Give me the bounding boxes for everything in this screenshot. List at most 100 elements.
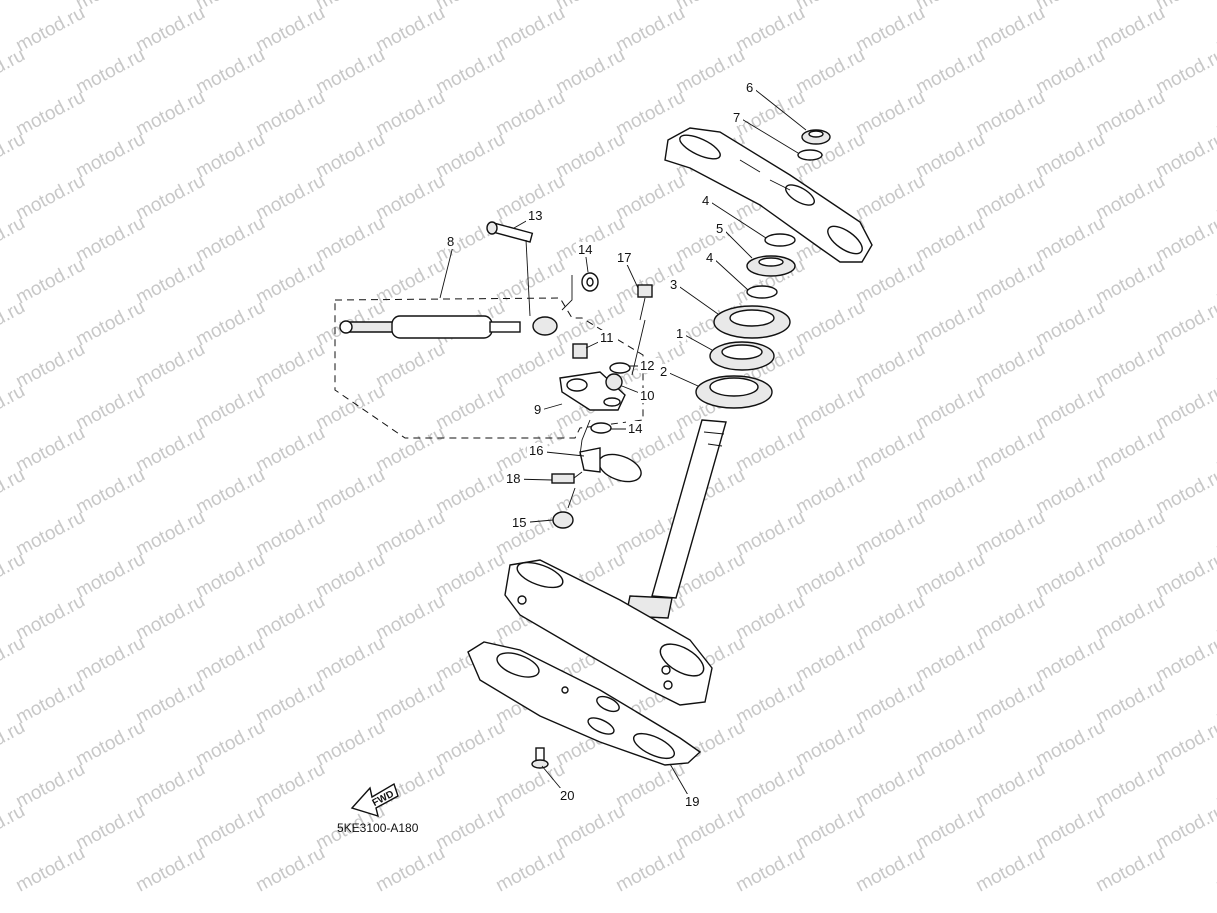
watermark-text: motod.ru xyxy=(1032,213,1108,267)
bolt-11 xyxy=(572,343,588,359)
watermark-text: motod.ru xyxy=(432,45,508,99)
watermark-text: motod.ru xyxy=(372,675,448,729)
callout-number: 14 xyxy=(578,242,592,257)
watermark-text: motod.ru xyxy=(852,759,928,813)
callout-leader xyxy=(722,228,753,259)
watermark-text: motod.ru xyxy=(132,423,208,477)
callout-backdrop xyxy=(576,242,596,257)
watermark-text: motod.ru xyxy=(852,255,928,309)
callout-backdrop xyxy=(638,358,658,373)
watermark-text: motod.ru xyxy=(852,843,928,897)
watermark-text: motod.ru xyxy=(732,759,808,813)
callout-number: 15 xyxy=(512,515,526,530)
watermark-text: motod.ru xyxy=(192,213,268,267)
callout-backdrop xyxy=(700,193,712,208)
nut-6 xyxy=(801,129,831,145)
damper-group-outline xyxy=(334,297,644,439)
watermark-text: motod.ru xyxy=(12,339,88,393)
callout-backdrop xyxy=(527,443,547,458)
watermark-text: motod.ru xyxy=(132,843,208,897)
watermark-text: motod.ru xyxy=(252,3,328,57)
watermark-text: motod.ru xyxy=(72,213,148,267)
callout-backdrop xyxy=(510,515,530,530)
bolt-18 xyxy=(551,471,583,484)
callout-backdrop xyxy=(674,326,686,341)
watermark-text: motod.ru xyxy=(72,297,148,351)
callout-number: 10 xyxy=(640,388,654,403)
callout-backdrop xyxy=(626,421,646,436)
watermark-text: motod.ru xyxy=(312,381,388,435)
watermark-text: motod.ru xyxy=(372,87,448,141)
watermark-text: motod.ru xyxy=(1152,465,1217,519)
callout-number: 8 xyxy=(447,234,454,249)
watermark-text: motod.ru xyxy=(192,549,268,603)
watermark-text: motod.ru xyxy=(972,339,1048,393)
watermark-text: motod.ru xyxy=(252,255,328,309)
callout-leader xyxy=(676,284,719,315)
callout-backdrop xyxy=(731,110,743,125)
callout-backdrop xyxy=(714,221,726,236)
watermark-text: motod.ru xyxy=(852,507,928,561)
watermark-text: motod.ru xyxy=(552,129,628,183)
watermark-text: motod.ru xyxy=(912,717,988,771)
callout-leader xyxy=(712,257,749,291)
watermark-text: motod.ru xyxy=(732,87,808,141)
watermark-text: motod.ru xyxy=(1092,591,1168,645)
watermark-text: motod.ru xyxy=(312,213,388,267)
washer-7 xyxy=(797,149,823,161)
watermark-text: motod.ru xyxy=(1152,45,1217,99)
bearing-2 xyxy=(695,375,773,409)
watermark-text: motod.ru xyxy=(132,759,208,813)
watermark-text: motod.ru xyxy=(1092,87,1168,141)
watermark-text: motod.ru xyxy=(972,675,1048,729)
watermark-text: motod.ru xyxy=(432,717,508,771)
watermark-text: motod.ru xyxy=(972,87,1048,141)
watermark-text: motod.ru xyxy=(492,3,568,57)
callout-number: 2 xyxy=(660,364,667,379)
clamp-16 xyxy=(579,447,642,483)
callout-backdrop xyxy=(638,388,658,403)
watermark-text: motod.ru xyxy=(1032,45,1108,99)
washer-14-lower-path xyxy=(579,419,591,456)
watermark-text: motod.ru xyxy=(132,171,208,225)
callout-leader xyxy=(439,241,455,299)
watermark-text: motod.ru xyxy=(372,339,448,393)
watermark-text: motod.ru xyxy=(1152,801,1217,855)
callout-number: 18 xyxy=(506,471,520,486)
watermark-text: motod.ru xyxy=(192,45,268,99)
watermark-text: motod.ru xyxy=(12,87,88,141)
callout-leader xyxy=(752,87,807,131)
watermark-text: motod.ru xyxy=(192,465,268,519)
watermark-text: motod.ru xyxy=(1212,843,1217,897)
ring-nut-5 xyxy=(746,255,796,277)
watermark-text: motod.ru xyxy=(1152,213,1217,267)
watermark-text: motod.ru xyxy=(492,87,568,141)
watermark-text: motod.ru xyxy=(12,843,88,897)
callout-number: 16 xyxy=(529,443,543,458)
watermark-text: motod.ru xyxy=(12,423,88,477)
collar-10 xyxy=(605,373,623,391)
watermark-text: motod.ru xyxy=(1092,171,1168,225)
watermark-text: motod.ru xyxy=(132,675,208,729)
watermark-text: motod.ru xyxy=(72,45,148,99)
watermark-text: motod.ru xyxy=(552,45,628,99)
watermark-text: motod.ru xyxy=(972,255,1048,309)
watermark-text: motod.ru xyxy=(912,297,988,351)
callout-backdrop xyxy=(615,250,635,265)
washer-14-path xyxy=(561,275,573,311)
watermark-text: motod.ru xyxy=(12,171,88,225)
callout-backdrop xyxy=(658,364,670,379)
nut-15 xyxy=(552,511,574,529)
callout-number: 1 xyxy=(676,326,683,341)
watermark-text: motod.ru xyxy=(192,633,268,687)
watermark-text: motod.ru xyxy=(972,171,1048,225)
watermark-text: motod.ru xyxy=(972,3,1048,57)
watermark-text: motod.ru xyxy=(252,507,328,561)
watermark-text: motod.ru xyxy=(852,87,928,141)
watermark-text: motod.ru xyxy=(552,801,628,855)
watermark-text: motod.ru xyxy=(432,549,508,603)
watermark-text: motod.ru xyxy=(552,0,628,14)
callout-backdrop xyxy=(526,208,546,223)
watermark-text: motod.ru xyxy=(972,759,1048,813)
